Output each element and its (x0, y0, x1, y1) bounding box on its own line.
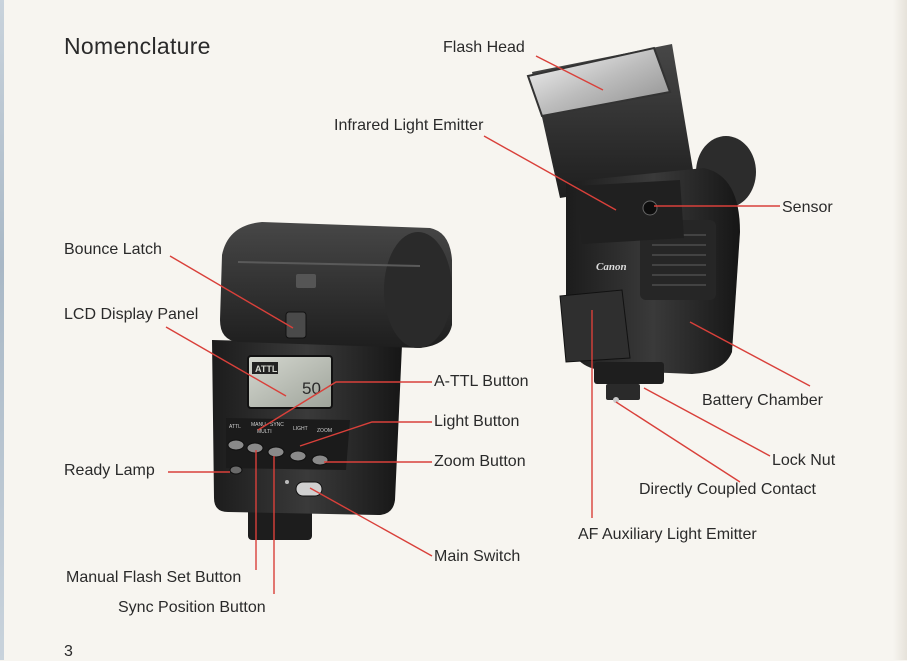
label-main-switch: Main Switch (434, 548, 521, 565)
brand-logo-text: Canon (596, 261, 627, 273)
front-shoe-foot (606, 384, 640, 400)
bounce-latch-knob (285, 311, 307, 339)
leader-lines (165, 55, 811, 594)
sensor-shape (642, 200, 658, 216)
lcd-value-text: 50 (302, 379, 321, 398)
label-lock-nut: Lock Nut (772, 452, 836, 469)
front-flash-unit: Canon (526, 44, 756, 403)
a-ttl-button-shape (227, 439, 245, 451)
label-sensor: Sensor (782, 199, 833, 216)
flash-head-lens (526, 46, 672, 118)
svg-text:ZOOM: ZOOM (317, 428, 332, 434)
label-directly-coupled-contact: Directly Coupled Contact (639, 481, 816, 498)
svg-text:MULTI: MULTI (257, 429, 272, 435)
svg-text:ATTL: ATTL (229, 424, 241, 430)
page-binding-edge (0, 0, 4, 660)
light-button-shape (289, 450, 307, 462)
page-right-edge (893, 0, 907, 660)
label-infrared-light-emitter: Infrared Light Emitter (334, 117, 484, 134)
label-manual-flash-set-button: Manual Flash Set Button (66, 569, 242, 586)
label-flash-head: Flash Head (443, 39, 525, 56)
label-sync-position-button: Sync Position Button (118, 599, 266, 616)
af-auxiliary-emitter-shape (559, 289, 631, 363)
label-af-auxiliary-light-emitter: AF Auxiliary Light Emitter (578, 526, 757, 543)
page-number: 3 (64, 643, 73, 660)
directly-coupled-contact-shape (613, 397, 619, 403)
lcd-mode-text: ATTL (255, 364, 278, 374)
page-title: Nomenclature (64, 33, 211, 59)
zoom-button-shape (311, 454, 329, 466)
main-switch-shape (295, 481, 323, 497)
svg-text:SYNC: SYNC (270, 422, 284, 428)
lock-nut-shape (594, 362, 664, 384)
label-light-button: Light Button (434, 413, 520, 430)
rear-flash-unit: ATTL 50 ATTL MANU SYNC LIGHT ZOOM MULTI (212, 222, 452, 540)
manu-button-shape (246, 442, 264, 454)
label-zoom-button: Zoom Button (434, 453, 526, 470)
rear-head-side (384, 232, 452, 348)
rear-scale-window (296, 274, 316, 288)
label-a-ttl-button: A-TTL Button (434, 373, 529, 390)
svg-text:LIGHT: LIGHT (293, 426, 308, 432)
label-ready-lamp: Ready Lamp (64, 462, 155, 479)
battery-chamber-shape (640, 220, 716, 300)
svg-text:MANU: MANU (251, 422, 266, 428)
sync-button-shape (267, 446, 285, 458)
ready-lamp-shape (229, 465, 243, 475)
label-battery-chamber: Battery Chamber (702, 392, 823, 409)
infrared-emitter-panel (576, 180, 684, 244)
label-lcd-display-panel: LCD Display Panel (64, 306, 199, 323)
label-bounce-latch: Bounce Latch (64, 241, 162, 258)
